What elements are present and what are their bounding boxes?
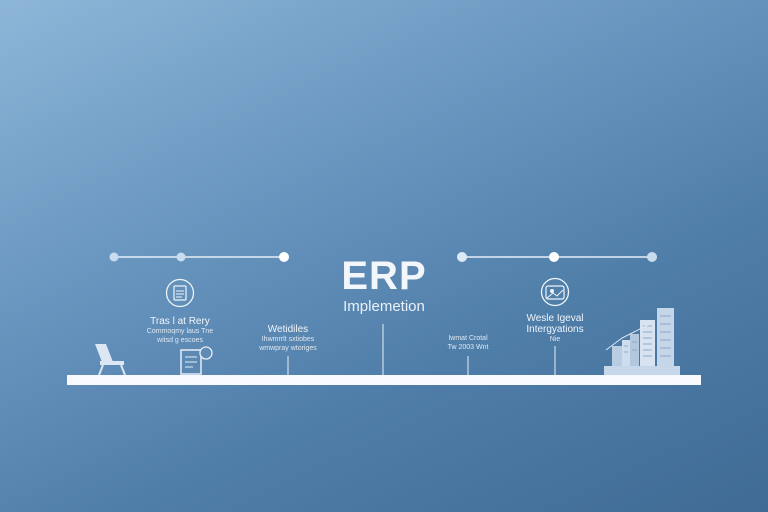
timeline-node <box>109 252 119 262</box>
city-skyline-icon <box>604 308 680 375</box>
timeline-baseline <box>67 375 701 385</box>
page-subtitle: Implemetion <box>343 298 425 315</box>
milestone-2-title: Wetidiles <box>267 324 309 335</box>
chair-icon <box>95 344 126 376</box>
timeline-node <box>176 252 186 262</box>
milestone-3-subtitle: Iwmat Crotal Tw 2003 Wnt <box>447 335 489 351</box>
photo-icon <box>540 277 570 307</box>
milestone-4-title: Wesle Igeval Intergyations <box>526 313 584 335</box>
milestone-1-subtitle: Commoqmy laus Tne witsd g escoes <box>146 328 214 344</box>
clipboard-icon <box>165 278 195 308</box>
timeline-node <box>279 252 289 262</box>
timeline-node <box>549 252 559 262</box>
page-title: ERP <box>341 254 427 298</box>
milestone-2-subtitle: Ihwmrrlt sxtiobes wmwpray wtoriges <box>259 336 317 352</box>
milestone-1-title: Tras l at Rery <box>150 316 210 327</box>
document-icon <box>180 346 213 375</box>
timeline-node <box>457 252 467 262</box>
timeline-node <box>647 252 657 262</box>
milestone-4-subtitle: Nie <box>549 336 561 343</box>
